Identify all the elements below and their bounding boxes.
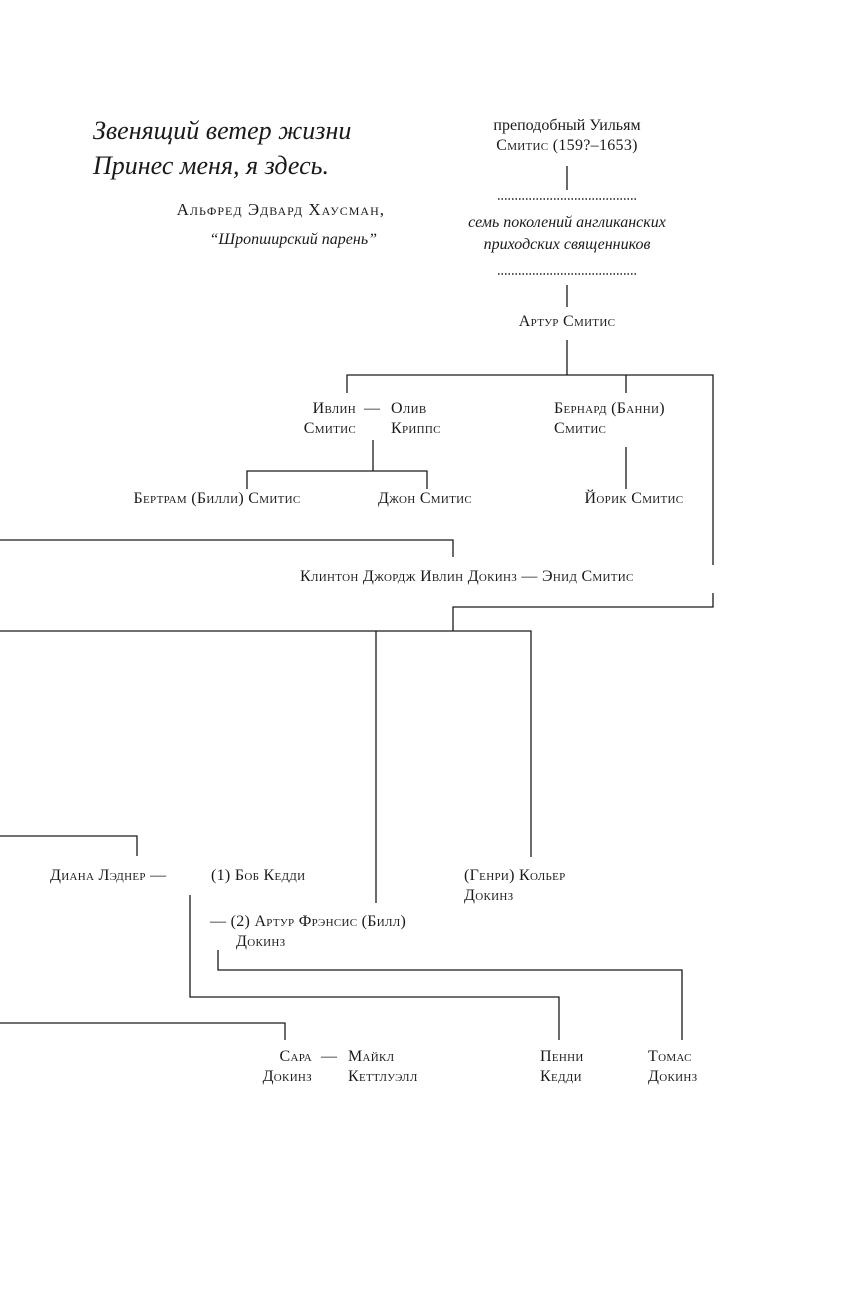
tree-line <box>0 835 138 856</box>
person-bernard: Бернард (Банни) <box>554 400 665 417</box>
marriage-dash: — <box>364 400 380 417</box>
person-diana: Диана Лэднер — <box>50 867 167 884</box>
ancestor-dates: Смитис (159?–1653) <box>496 137 638 154</box>
epigraph-source: “Шропширский парень” <box>209 231 377 248</box>
person-olive: Олив <box>391 400 427 417</box>
epigraph-author: Альфред Эдвард Хаусман, <box>176 200 385 219</box>
person-thomas: Томас <box>648 1048 692 1065</box>
person-michael-surname: Кеттлуэлл <box>348 1068 418 1085</box>
person-bill-surname: Докинз <box>236 933 286 950</box>
tree-line <box>0 1022 286 1040</box>
tree-line <box>217 950 683 1040</box>
tree-line <box>0 539 454 557</box>
person-yorick: Йорик Смитис <box>584 490 684 507</box>
person-bob: (1) Боб Кедди <box>211 867 306 884</box>
person-colyear: (Генри) Кольер <box>464 867 566 884</box>
person-sarah: Сара <box>279 1048 312 1065</box>
person-sarah-surname: Докинз <box>262 1068 312 1085</box>
person-olive-surname: Криппс <box>391 420 441 437</box>
person-arthur: Артур Смитис <box>518 313 616 330</box>
person-thomas-surname: Докинз <box>648 1068 698 1085</box>
generations-note-2: приходских священников <box>483 236 651 253</box>
person-penny-surname: Кедди <box>540 1068 582 1085</box>
epigraph-line-2: Принес меня, я здесь. <box>93 151 329 180</box>
marriage-dash: — <box>321 1048 337 1065</box>
tree-line <box>0 593 714 903</box>
person-bill: — (2) Артур Фрэнсис (Билл) <box>210 913 407 930</box>
person-evelyn: Ивлин <box>312 400 356 417</box>
person-john: Джон Смитис <box>377 490 473 507</box>
tree-line <box>246 440 428 489</box>
tree-line <box>189 895 560 1040</box>
person-evelyn-surname: Смитис <box>303 420 356 437</box>
person-penny: Пенни <box>540 1048 584 1065</box>
couple-clinton-enid: Клинтон Джордж Ивлин Докинз — Энид Смити… <box>300 568 634 585</box>
epigraph-line-1: Звенящий ветер жизни <box>93 116 352 145</box>
person-bertram: Бертрам (Билли) Смитис <box>133 490 301 507</box>
tree-line <box>346 340 714 565</box>
generations-note: семь поколений англиканских <box>468 214 666 231</box>
person-michael: Майкл <box>348 1048 395 1065</box>
person-colyear-surname: Докинз <box>464 887 514 904</box>
person-bernard-surname: Смитис <box>554 420 607 437</box>
ancestor-name: преподобный Уильям <box>493 117 641 134</box>
